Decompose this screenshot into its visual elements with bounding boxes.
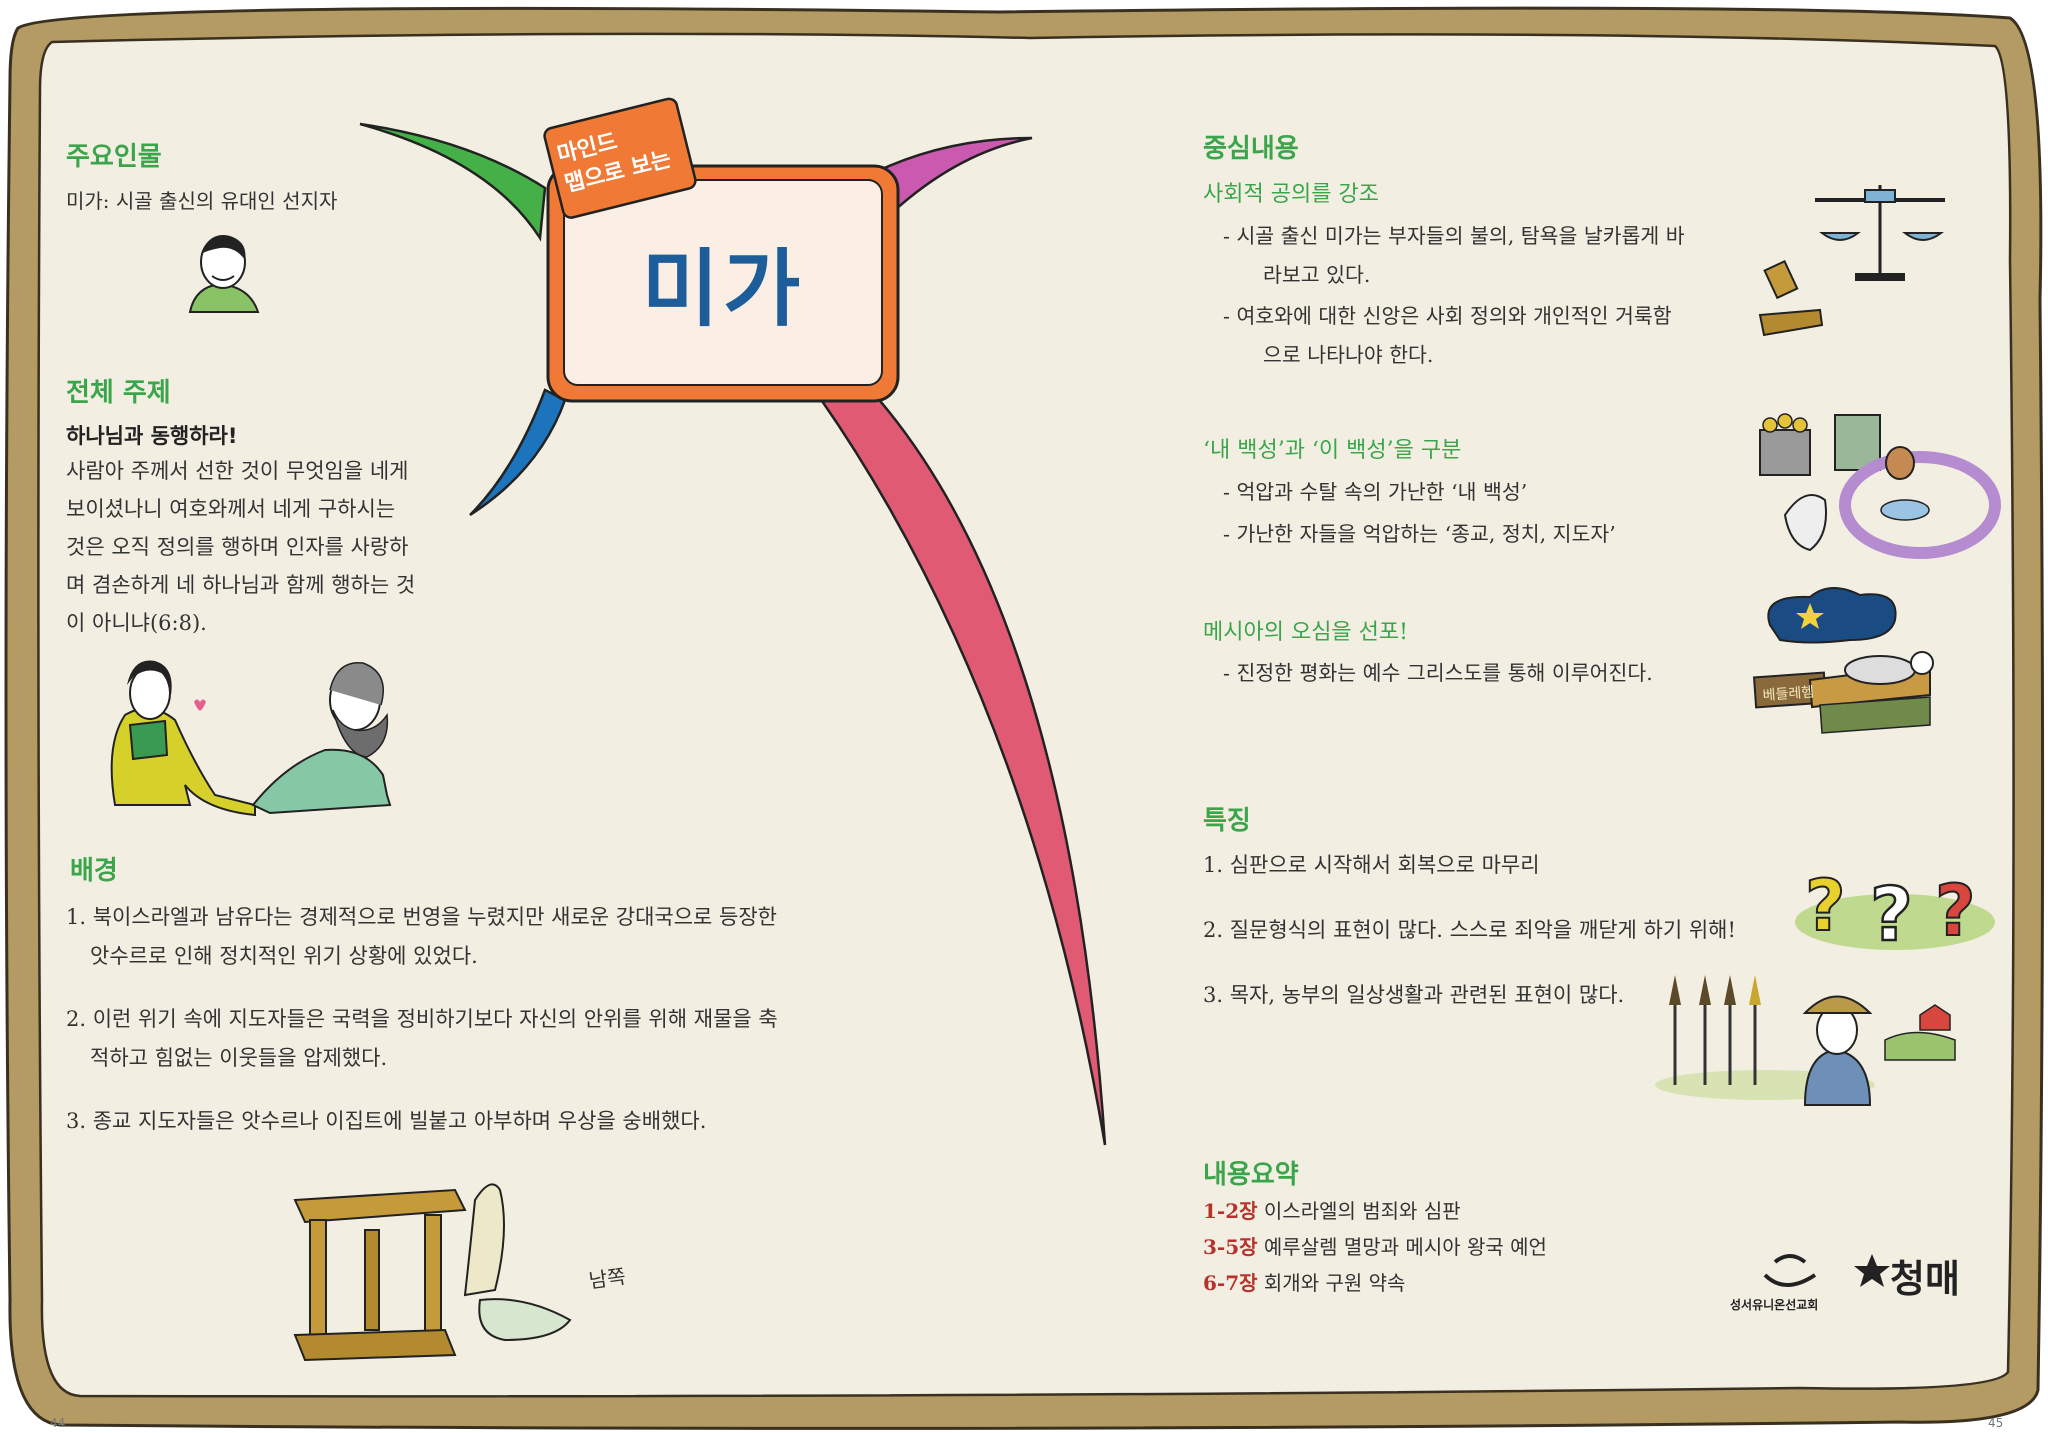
branch-green	[359, 122, 547, 242]
core-s2-item: - 억압과 수탈 속의 가난한 ‘내 백성’	[1223, 480, 1528, 504]
verse-line: 보이셨나니 여호와께서 네게 구하시는	[66, 497, 396, 521]
background-item: 2. 이런 위기 속에 지도자들은 국력을 정비하기보다 자신의 안위를 위해 …	[66, 1007, 778, 1070]
scribble-label: 남쪽	[587, 1264, 627, 1293]
core-s2-title: ‘내 백성’과 ‘이 백성’을 구분	[1203, 438, 1462, 463]
features-list: 1. 심판으로 시작해서 회복으로 마무리 2. 질문형식의 표현이 많다. 스…	[1203, 846, 1803, 1015]
feature-item: 2. 질문형식의 표현이 많다. 스스로 죄악을 깨닫게 하기 위해!	[1203, 918, 1736, 942]
svg-text:?: ?	[1935, 870, 1976, 952]
feature-item: 3. 목자, 농부의 일상생활과 관련된 표현이 많다.	[1203, 983, 1625, 1007]
nativity-illustration	[1752, 587, 1934, 734]
svg-text:?: ?	[1870, 872, 1913, 958]
core-s2-list: - 억압과 수탈 속의 가난한 ‘내 백성’ - 가난한 자들을 억압하는 ‘종…	[1205, 473, 1745, 554]
question-marks-illustration: ? ? ?	[1795, 864, 1995, 959]
brand-star-icon	[1854, 1254, 1890, 1287]
farmer-illustration	[1655, 975, 1956, 1106]
theme-title: 전체 주제	[66, 378, 171, 408]
branch-pink	[817, 393, 1107, 1146]
summary-title: 내용요약	[1203, 1160, 1299, 1190]
page-number-left: 44	[50, 1416, 66, 1430]
feature-item: 1. 심판으로 시작해서 회복으로 마무리	[1203, 853, 1540, 877]
theme-headline: 하나님과 동행하라!	[66, 424, 238, 448]
page-number-right: 45	[1988, 1416, 2004, 1430]
book-title: 미가	[641, 240, 805, 338]
badge-tile	[543, 97, 697, 219]
summary-list: 1-2장 이스라엘의 범죄와 심판 3-5장 예루살렘 멸망과 메시아 왕국 예…	[1203, 1193, 1547, 1301]
verse-line: 사람아 주께서 선한 것이 무엇임을 네게	[66, 459, 409, 483]
core-s1-title: 사회적 공의를 강조	[1203, 182, 1379, 207]
idol-shrine-illustration	[293, 1183, 572, 1362]
background-item: 1. 북이스라엘과 남유다는 경제적으로 번영을 누렸지만 새로운 강대국으로 …	[66, 905, 777, 968]
org-logo-mark	[1763, 1254, 1817, 1287]
handshake-illustration	[110, 660, 392, 817]
core-s2-item: - 가난한 자들을 억압하는 ‘종교, 정치, 지도자’	[1223, 522, 1616, 546]
core-s3-title: 메시아의 오심을 선포!	[1203, 620, 1408, 645]
verse-line: 것은 오직 정의를 행하며 인자를 사랑하	[66, 535, 409, 559]
features-title: 특징	[1203, 806, 1251, 836]
branch-magenta	[878, 136, 1033, 213]
people-text: 미가: 시골 출신의 유대인 선지자	[66, 189, 338, 213]
core-s3-list: - 진정한 평화는 예수 그리스도를 통해 이루어진다.	[1205, 654, 1745, 693]
summary-row: 1-2장 이스라엘의 범죄와 심판	[1203, 1199, 1461, 1223]
summary-row: 3-5장 예루살렘 멸망과 메시아 왕국 예언	[1203, 1235, 1547, 1259]
brand-name: 청매	[1890, 1257, 1960, 1301]
bethlehem-sign: 베들레헴	[1762, 684, 1815, 704]
background-title: 배경	[70, 856, 118, 886]
wealth-illustration	[1759, 413, 2001, 559]
verse-line: 며 겸손하게 네 하나님과 함께 행하는 것	[66, 573, 416, 597]
branch-blue	[469, 388, 567, 517]
scales-illustration	[1758, 185, 1945, 337]
core-s3-item: - 진정한 평화는 예수 그리스도를 통해 이루어진다.	[1223, 661, 1653, 685]
people-title: 주요인물	[66, 142, 162, 172]
verse-line: 이 아니냐(6:8).	[66, 611, 207, 635]
prophet-portrait	[188, 235, 260, 313]
core-title: 중심내용	[1203, 134, 1299, 164]
background-list: 1. 북이스라엘과 남유다는 경제적으로 번영을 누렸지만 새로운 강대국으로 …	[66, 898, 846, 1141]
summary-row: 6-7장 회개와 구원 약속	[1203, 1271, 1406, 1295]
theme-verse: 사람아 주께서 선한 것이 무엇임을 네게 보이셨나니 여호와께서 네게 구하시…	[66, 452, 446, 642]
org-name: 성서유니온선교회	[1730, 1298, 1819, 1312]
background-item: 3. 종교 지도자들은 앗수르나 이집트에 빌붙고 아부하며 우상을 숭배했다.	[66, 1109, 707, 1133]
svg-text:?: ?	[1805, 865, 1846, 947]
